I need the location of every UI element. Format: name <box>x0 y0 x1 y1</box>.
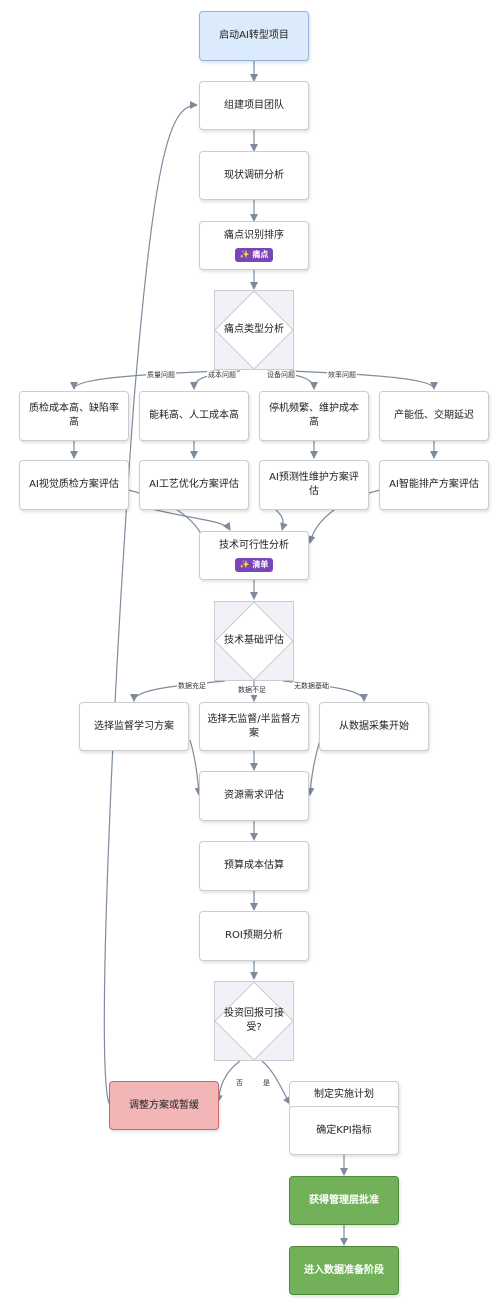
data-collect-node[interactable]: 从数据采集开始 <box>319 702 429 751</box>
team-node[interactable]: 组建项目团队 <box>199 81 309 130</box>
pain-type-decision[interactable]: 痛点类型分析 <box>214 290 294 370</box>
tech-base-diamond-shape <box>214 601 294 681</box>
equipment-node-label: 停机频繁、维护成本高 <box>269 403 359 428</box>
approval-node-label: 获得管理层批准 <box>309 1194 379 1206</box>
ai-process-node[interactable]: AI工艺优化方案评估 <box>139 460 249 510</box>
edge-label-cost: 成本问题 <box>207 371 237 380</box>
survey-node[interactable]: 现状调研分析 <box>199 151 309 200</box>
edge-adjust-team <box>103 101 198 1106</box>
pain-node[interactable]: 痛点识别排序 ✨ 痛点 <box>199 221 309 270</box>
efficiency-node[interactable]: 产能低、交期延迟 <box>379 391 489 441</box>
edge-collect-resource <box>306 739 321 796</box>
edge-label-efficiency: 效率问题 <box>327 371 357 380</box>
supervised-node[interactable]: 选择监督学习方案 <box>79 702 189 751</box>
budget-node[interactable]: 预算成本估算 <box>199 841 309 891</box>
feasibility-badge: ✨ 清单 <box>234 558 274 572</box>
team-node-label: 组建项目团队 <box>224 99 284 111</box>
cost-node[interactable]: 能耗高、人工成本高 <box>139 391 249 441</box>
edge-label-data-ok: 数据充足 <box>177 682 207 691</box>
cost-node-label: 能耗高、人工成本高 <box>149 410 239 421</box>
edge-label-quality: 质量问题 <box>146 371 176 380</box>
budget-node-label: 预算成本估算 <box>224 860 284 871</box>
pain-type-diamond-shape <box>214 290 294 370</box>
pain-type-decision-label: 痛点类型分析 <box>224 324 284 335</box>
quality-node[interactable]: 质检成本高、缺陷率高 <box>19 391 129 441</box>
roi-node[interactable]: ROI预期分析 <box>199 911 309 961</box>
edge-label-no: 否 <box>235 1079 244 1088</box>
roi-node-label: ROI预期分析 <box>225 930 283 941</box>
edge-accept-plan <box>261 1060 291 1105</box>
supervised-node-label: 选择监督学习方案 <box>94 720 174 732</box>
roi-accept-diamond-shape <box>214 981 294 1061</box>
ai-vision-node-label: AI视觉质检方案评估 <box>29 479 119 490</box>
efficiency-node-label: 产能低、交期延迟 <box>394 410 474 421</box>
adjust-node[interactable]: 调整方案或暂缓 <box>109 1081 219 1130</box>
edge-label-data-short: 数据不足 <box>237 686 267 695</box>
resource-node[interactable]: 资源需求评估 <box>199 771 309 821</box>
equipment-node[interactable]: 停机频繁、维护成本高 <box>259 391 369 441</box>
ai-vision-node[interactable]: AI视觉质检方案评估 <box>19 460 129 510</box>
edge-process-feas <box>147 507 231 531</box>
edge-label-equipment: 设备问题 <box>266 371 296 380</box>
data-prep-node[interactable]: 进入数据准备阶段 <box>289 1246 399 1295</box>
tech-base-decision[interactable]: 技术基础评估 <box>214 601 294 681</box>
edge-label-yes: 是 <box>262 1079 271 1088</box>
roi-accept-decision-label: 投资回报可接受? <box>224 1008 284 1033</box>
feasibility-node[interactable]: 技术可行性分析 ✨ 清单 <box>199 531 309 580</box>
plan-node-label: 制定实施计划 <box>314 1089 374 1100</box>
pain-node-label: 痛点识别排序 <box>224 230 284 241</box>
ai-schedule-node-label: AI智能排产方案评估 <box>389 479 479 490</box>
edge-predict-feas <box>273 507 288 531</box>
kpi-node-label: 确定KPI指标 <box>316 1124 372 1136</box>
start-node-label: 启动AI转型项目 <box>219 30 289 41</box>
resource-node-label: 资源需求评估 <box>224 790 284 801</box>
tech-base-decision-label: 技术基础评估 <box>224 635 284 646</box>
data-prep-node-label: 进入数据准备阶段 <box>304 1264 384 1276</box>
kpi-node[interactable]: 确定KPI指标 <box>289 1106 399 1155</box>
survey-node-label: 现状调研分析 <box>224 169 284 181</box>
quality-node-label: 质检成本高、缺陷率高 <box>29 403 119 428</box>
edge-supervised-resource <box>189 739 203 796</box>
approval-node[interactable]: 获得管理层批准 <box>289 1176 399 1225</box>
edge-tech-supervised <box>130 680 226 702</box>
unsupervised-node[interactable]: 选择无监督/半监督方案 <box>199 702 309 751</box>
ai-schedule-node[interactable]: AI智能排产方案评估 <box>379 460 489 510</box>
edge-type-efficiency <box>289 370 438 390</box>
ai-predict-node-label: AI预测性维护方案评估 <box>269 472 359 497</box>
ai-predict-node[interactable]: AI预测性维护方案评估 <box>259 460 369 510</box>
feasibility-node-label: 技术可行性分析 <box>219 540 289 551</box>
ai-process-node-label: AI工艺优化方案评估 <box>149 479 239 490</box>
roi-accept-decision[interactable]: 投资回报可接受? <box>214 981 294 1061</box>
data-collect-node-label: 从数据采集开始 <box>339 720 409 732</box>
pain-badge: ✨ 痛点 <box>234 248 274 262</box>
adjust-node-label: 调整方案或暂缓 <box>129 1099 199 1111</box>
plan-node[interactable]: 制定实施计划 <box>289 1081 399 1109</box>
unsupervised-node-label: 选择无监督/半监督方案 <box>207 713 301 739</box>
edge-type-quality <box>70 370 221 390</box>
edge-label-data-none: 无数据基础 <box>293 682 330 691</box>
start-node[interactable]: 启动AI转型项目 <box>199 11 309 61</box>
